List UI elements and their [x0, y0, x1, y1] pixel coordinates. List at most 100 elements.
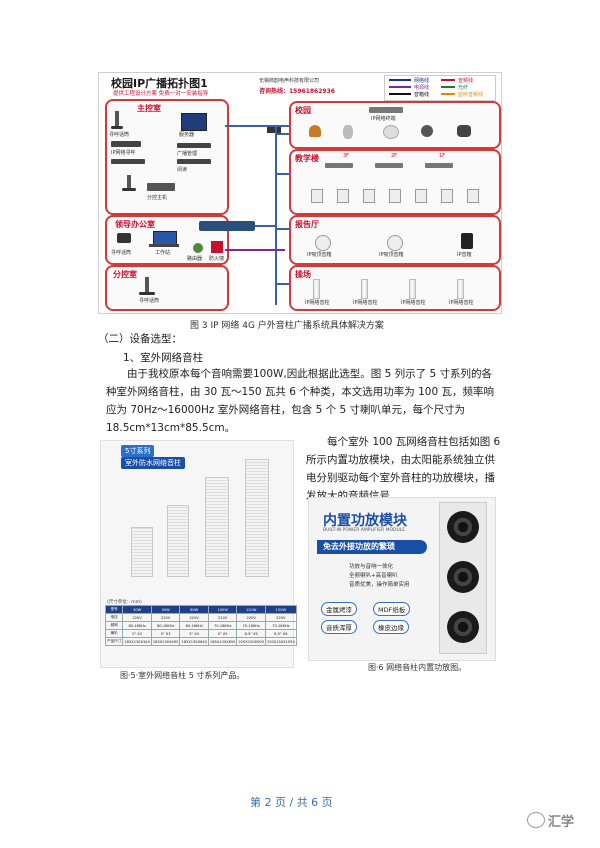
- spec-cell: 220X150X900: [236, 637, 266, 646]
- legend-line-power: [389, 86, 411, 88]
- label-workstation: 工作站: [155, 250, 171, 256]
- mic-stand-icon: [115, 111, 119, 127]
- spec-cell: 220V: [150, 613, 181, 622]
- spec-table-row: 电压 220V 220V 220V 220V 220V 220V: [104, 613, 297, 622]
- paragraph-1: 由于我校原本每个音响需要100W,因此根据此选型。图 5 列示了 5 寸系列的各…: [106, 368, 494, 434]
- zone-playground: 操场 IP网络音柱 IP网络音柱 IP网络音柱 IP网络音柱: [289, 265, 501, 311]
- spec-header-cell: 30W: [122, 605, 152, 614]
- fig6-desc-1: 功放与音响一体化: [349, 564, 394, 570]
- network-line: [275, 173, 289, 175]
- mic-base-icon: [139, 292, 155, 295]
- label-broadcast-mgmt: 广播管理: [177, 151, 198, 157]
- spec-header-cell: 100W: [207, 605, 238, 614]
- desk-mic-icon: [117, 233, 131, 243]
- legend-monitor: 监听音频线: [458, 92, 484, 98]
- firewall-icon: [211, 241, 223, 253]
- floor-label-3f: 3F: [343, 153, 350, 159]
- spec-cell: 70-16KHz: [236, 621, 266, 630]
- spec-cell: 频响: [104, 621, 124, 630]
- legend-line-monitor: [441, 93, 455, 95]
- speaker-cone-icon: [447, 561, 479, 593]
- spec-cell: 5" X4: [179, 629, 209, 638]
- legend-line-network: [389, 79, 411, 81]
- mic-base-icon: [111, 126, 123, 129]
- speaker-column-50w: [167, 505, 189, 577]
- spec-cell: 5" X5: [207, 629, 238, 638]
- zone-teaching: 教学楼 3F 2F 1F: [289, 149, 501, 215]
- zone-leader-office: 领导办公室 寻呼话筒 工作站: [105, 215, 229, 265]
- mic-stand-icon: [127, 175, 131, 189]
- item-heading: 1、室外网络音柱: [123, 352, 204, 364]
- spec-header-cell: 80W: [179, 605, 209, 614]
- fig5-badge-series: 5寸系列: [121, 445, 155, 457]
- speaker-column-80w: [205, 477, 229, 577]
- spec-cell: 6.5" X6: [264, 629, 297, 638]
- spec-cell: 185X130X340: [122, 637, 152, 646]
- spec-cell: 6.5" X5: [236, 629, 266, 638]
- spec-cell: 220X150X1050: [264, 637, 297, 646]
- mic-base-icon: [122, 188, 136, 191]
- column-speaker-icon: [313, 279, 320, 299]
- spec-cell: 5" X3: [150, 629, 181, 638]
- spec-cell: 电压: [104, 613, 124, 622]
- spec-cell: 220V: [179, 613, 209, 622]
- diagram-title: 校园IP广播拓扑图1: [111, 77, 208, 90]
- fig6-desc-2: 全频喇叭+高音喇叭: [349, 573, 398, 579]
- spec-cell: 220V: [264, 613, 297, 622]
- zone-campus: 校园 IP网络终端: [289, 101, 501, 149]
- zone-sub-control-title: 分控室: [113, 270, 137, 279]
- legend-audio: 音频线: [458, 78, 474, 84]
- spec-cell: 220V: [207, 613, 238, 622]
- feature-metal-paint: 金属烤漆: [321, 602, 357, 616]
- label-ip-voice: IP网络寻呼: [111, 150, 136, 156]
- feature-mdf-board: MDF纸板: [373, 602, 411, 616]
- spec-cell: 185X130X490: [150, 637, 181, 646]
- spec-cell: 80-16KHz: [122, 621, 152, 630]
- spec-table-row: 频响 80-16KHz 80-16KHz 80-16KHz 70-16KHz 7…: [104, 621, 297, 630]
- feature-rubber-edge: 橡皮边缘: [373, 620, 409, 634]
- figure-5-caption: 图·5·室外网络音柱 5 寸系列产品。: [120, 671, 245, 680]
- legend-network: 网络线: [414, 78, 430, 84]
- figure-3-caption: 图 3 IP 网络 4G 户外音柱广播系统具体解决方案: [190, 321, 384, 331]
- spec-cell: 185X130X855: [207, 637, 238, 646]
- floor-label-2f: 2F: [391, 153, 398, 159]
- speaker-cone-icon: [447, 511, 479, 543]
- network-line: [275, 125, 277, 305]
- spec-header-cell: 型号: [104, 605, 124, 614]
- zone-playground-title: 操场: [295, 270, 311, 279]
- label-router: 路由器: [187, 256, 203, 262]
- speaker-icon: [383, 125, 399, 139]
- speaker-cone-icon: [447, 611, 479, 643]
- rack-device-icon: [111, 141, 141, 147]
- zone-sub-control: 分控室 寻呼话筒: [105, 265, 229, 311]
- spec-header-cell: 120W: [236, 605, 266, 614]
- network-line: [275, 283, 289, 285]
- fig6-banner: 免去外接功放的繁琐: [317, 540, 427, 554]
- rack-device-icon: [177, 159, 211, 164]
- spec-cell: 70-16KHz: [264, 621, 297, 630]
- column-speaker-icon: [457, 279, 464, 299]
- fig6-desc-3: 音质优美，操作简单实用: [349, 582, 410, 588]
- laptop-base-icon: [149, 244, 179, 247]
- wall-speaker-icon: [337, 189, 349, 203]
- diagram-phone: 咨询热线：15961862936: [259, 88, 335, 95]
- network-line: [255, 225, 277, 227]
- speaker-column-closeup: [439, 502, 487, 654]
- spec-cell: 220V: [122, 613, 152, 622]
- spec-table-header-row: 型号 30W 50W 80W 100W 120W 150W: [104, 605, 297, 614]
- label-desk-mic: 寻呼话筒: [111, 250, 132, 256]
- label-campus-terminal: IP网络终端: [371, 116, 396, 122]
- garden-speaker-icon: [343, 125, 353, 139]
- zone-leader-office-title: 领导办公室: [115, 220, 155, 229]
- label-server-pc: 服务器: [179, 132, 195, 138]
- legend-line-fiber: [441, 86, 455, 88]
- diagram-subtitle: 提供工程设计方案 免费一对一安装指导: [113, 91, 209, 97]
- spec-cell: 185X130X640: [179, 637, 209, 646]
- speaker-column-100w: [245, 459, 269, 577]
- label-column-2: IP网络音柱: [353, 300, 378, 306]
- label-ip-ceiling: IP吸顶音箱: [307, 252, 332, 258]
- wall-speaker-icon: [311, 189, 323, 203]
- spec-cell: 80-16KHz: [150, 621, 181, 630]
- wall-speaker-icon: [441, 189, 453, 203]
- label-column-3: IP网络音柱: [401, 300, 426, 306]
